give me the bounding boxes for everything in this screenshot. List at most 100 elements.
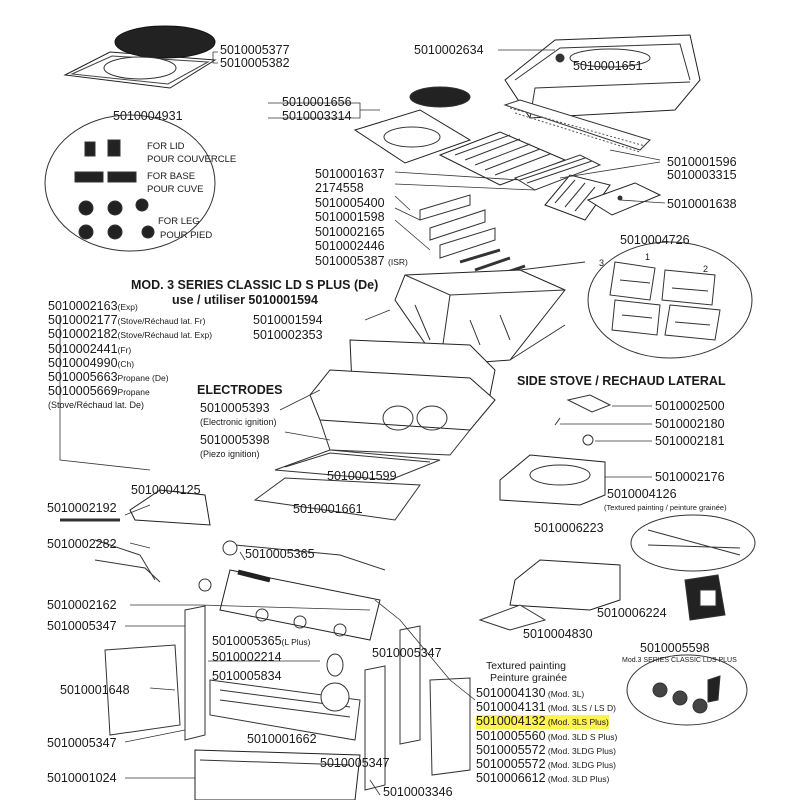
part-code: 5010005572	[476, 742, 546, 757]
side-stove	[478, 394, 621, 631]
model-suffix: (Mod. 3LS / LS D)	[545, 703, 616, 714]
fixing-caption: FOR LEG	[158, 216, 200, 227]
control-panel	[198, 540, 386, 641]
part-number-label: 5010001599	[327, 469, 397, 483]
model-suffix: (Mod. 3LD Plus)	[545, 774, 610, 785]
part-code: 5010004130	[476, 686, 546, 700]
model-suffix: (Mod. 3LDG Plus)	[545, 760, 616, 770]
textured-row: 5010005560 (Mod. 3LD S Plus)	[476, 728, 617, 744]
part-number-label: 5010003314	[282, 109, 352, 123]
left-list-item: 5010005663Propane (De)	[48, 371, 169, 385]
part-number-label: 5010005834	[212, 669, 282, 683]
fixing-caption: POUR CUVE	[147, 184, 204, 195]
leader-lines	[59, 49, 666, 796]
part-number-label: 5010002446	[315, 239, 385, 253]
part-code: 5010006612	[476, 771, 546, 786]
left-list-item: 5010002163(Exp)	[48, 300, 138, 314]
part-code: 5010005663	[48, 370, 118, 384]
part-number-label: 5010001598	[315, 210, 385, 224]
part-suffix: (Ch)	[117, 358, 135, 369]
part-number-label: 5010004726	[620, 233, 690, 247]
part-number-label: 5010003346	[383, 785, 453, 799]
fixing-caption: POUR COUVERCLE	[147, 154, 237, 165]
part-number-label: 5010002214	[212, 650, 282, 664]
part-number-label: 5010002180	[655, 417, 725, 431]
part-number-label: 5010001638	[667, 197, 737, 211]
textured-row: 5010004131 (Mod. 3LS / LS D)	[476, 701, 616, 715]
wire-detail-circle	[630, 514, 756, 572]
left-list-item: 5010002177(Stove/Réchaud lat. Fr)	[48, 314, 205, 328]
part-number-label: 5010005347	[372, 646, 442, 660]
left-list-tail: (Stove/Réchaud lat. De)	[48, 400, 145, 410]
part-number-label: 5010005365(L Plus)	[212, 634, 311, 648]
part-number-label: 5010004830	[523, 627, 593, 641]
part-number-label: 2174558	[315, 181, 364, 195]
part-number-label: 5010006224	[597, 606, 667, 620]
knob-detail-circle	[626, 654, 748, 726]
part-suffix: (Fr)	[117, 344, 132, 355]
part-number-label: 5010002192	[47, 501, 117, 515]
textured-title-fr: Peinture grainée	[490, 672, 568, 684]
part-suffix: (Exp)	[117, 302, 138, 312]
burner-number: 1	[645, 252, 651, 262]
part-code: 5010002441	[48, 341, 118, 356]
fixings-circle	[44, 114, 216, 252]
textured-row: 5010006612 (Mod. 3LD Plus)	[476, 772, 609, 786]
drip-tray	[253, 477, 421, 521]
part-code: 5010004132	[476, 714, 546, 729]
model-note: Mod.3 SERIES CLASSIC LDS PLUS	[622, 657, 737, 664]
part-number-label: 5010002500	[655, 399, 725, 413]
part-code: 5010002163	[48, 299, 118, 313]
part-suffix: Propane	[117, 387, 150, 398]
part-code: 5010002182	[48, 327, 118, 342]
left-list-item: 5010002182(Stove/Réchaud lat. Exp)	[48, 328, 212, 342]
part-number-label: 5010005365	[245, 547, 315, 561]
burner-detail-circle	[587, 241, 753, 359]
textured-row: 5010004130 (Mod. 3L)	[476, 687, 584, 701]
part-number-label: 5010005347	[47, 619, 117, 633]
part-code: 5010005572	[476, 757, 546, 771]
part-number-label: 5010005598	[640, 641, 710, 655]
part-number-label: 5010005393	[200, 401, 270, 415]
part-number-label: 5010001024	[47, 771, 117, 785]
part-number-label: 5010002353	[253, 328, 323, 342]
side-stove-title: SIDE STOVE / RECHAUD LATERAL	[517, 374, 726, 388]
part-code: 5010002177	[48, 313, 118, 328]
part-number-label: 5010005382	[220, 56, 290, 70]
part-number-label: 5010002165	[315, 225, 385, 239]
part-code: 5010004990	[48, 355, 118, 370]
part-number-label: 5010001651	[573, 59, 643, 73]
part-code: 5010005669	[48, 384, 118, 399]
part-number-label: 5010005398	[200, 433, 270, 447]
griddle-plate	[544, 174, 662, 221]
part-suffix: (Stove/Réchaud lat. Fr)	[117, 316, 206, 327]
burner-number: 3	[599, 258, 605, 268]
electrode-note: (Piezo ignition)	[200, 449, 260, 459]
part-number-label: 5010004126	[607, 487, 677, 501]
model-suffix: (Mod. 3LDG Plus)	[545, 745, 616, 756]
part-code: 5010005560	[476, 728, 546, 743]
fixing-caption: FOR BASE	[147, 171, 196, 182]
part-number-label: 5010002176	[655, 470, 725, 484]
part-suffix: Propane (De)	[117, 373, 169, 383]
electrodes-title: ELECTRODES	[197, 383, 283, 397]
part-number-label: 5010004125	[131, 483, 201, 497]
model-title: MOD. 3 SERIES CLASSIC LD S PLUS (De)	[131, 278, 379, 292]
painting-note: (Textured painting / peinture grainée)	[604, 503, 727, 512]
model-suffix: (Mod. 3LS Plus)	[545, 717, 609, 728]
left-list-item: 5010004990(Ch)	[48, 355, 135, 371]
part-suffix: (Stove/Réchaud lat. Exp)	[117, 330, 213, 341]
warming-rack	[503, 99, 651, 153]
model-suffix: (Mod. 3L)	[545, 689, 585, 699]
part-number-label: 5010005400	[315, 196, 385, 210]
left-list-item: 5010005669Propane	[48, 385, 150, 399]
part-number-label: 5010002181	[655, 434, 725, 448]
electrode-note: (Electronic ignition)	[200, 417, 277, 427]
textured-row: 5010005572 (Mod. 3LDG Plus)	[476, 742, 616, 758]
part-number-label: 5010001594	[253, 313, 323, 327]
flame-tamers	[419, 194, 526, 280]
textured-row-highlighted: 5010004132 (Mod. 3LS Plus)	[476, 714, 609, 730]
part-number-label: 5010001648	[60, 683, 130, 697]
part-number-label: 5010005347	[47, 736, 117, 750]
